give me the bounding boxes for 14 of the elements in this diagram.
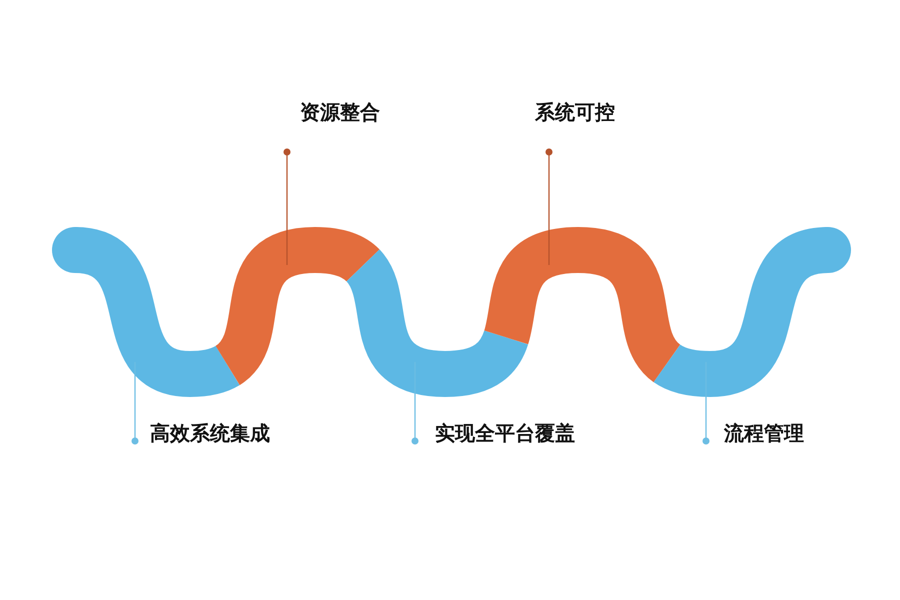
label-text: 系统可控 [535,100,615,124]
wave-band [52,227,240,397]
leader-line [132,362,138,444]
leader-line [546,148,552,265]
leader-line [702,362,710,444]
label-text: 资源整合 [300,100,380,124]
wave-band [484,227,683,380]
wave-band [654,227,851,397]
label-text: 高效系统集成 [150,421,270,445]
leader-line [412,362,418,444]
label-text: 流程管理 [724,421,804,445]
wave-band [344,252,528,397]
leader-line [284,148,290,265]
label-text: 实现全平台覆盖 [435,421,575,445]
